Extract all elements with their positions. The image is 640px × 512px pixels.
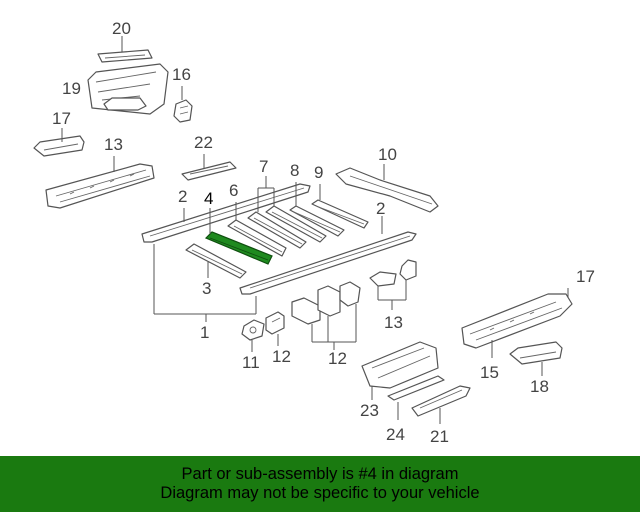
part-21-bracket bbox=[97, 49, 153, 63]
callout-2-upper: 2 bbox=[178, 187, 187, 206]
part-7-crossmember bbox=[289, 205, 345, 237]
part-2-rail-upper bbox=[141, 183, 311, 243]
callout-8: 9 bbox=[314, 163, 323, 182]
callout-25: 24 bbox=[386, 425, 405, 444]
callout-10: 11 bbox=[242, 353, 260, 372]
part-13-pieces bbox=[369, 259, 417, 287]
part-22-rail bbox=[411, 385, 471, 417]
callout-14: 13 bbox=[104, 135, 123, 154]
part-3-crossmember bbox=[185, 243, 247, 279]
callout-20: 19 bbox=[62, 79, 81, 98]
part-24-tray bbox=[361, 341, 439, 389]
callout-2-lower: 2 bbox=[376, 199, 385, 218]
part-23-bracket bbox=[181, 161, 237, 181]
callout-13: 13 bbox=[384, 313, 403, 332]
callout-23: 22 bbox=[194, 133, 213, 152]
callout-9: 10 bbox=[378, 145, 397, 164]
part-2-rail-lower bbox=[239, 231, 417, 295]
callout-18: 17 bbox=[52, 109, 71, 128]
part-18-bracket bbox=[33, 135, 85, 157]
callout-5: 6 bbox=[229, 181, 238, 200]
part-14-rail bbox=[45, 163, 155, 209]
callout-19: 18 bbox=[530, 377, 549, 396]
part-9-rail bbox=[335, 167, 439, 213]
callout-3: 3 bbox=[202, 279, 211, 298]
callout-6: 7 bbox=[259, 157, 268, 176]
callout-11: 12 bbox=[272, 347, 291, 366]
banner-line-1: Part or sub-assembly is #4 in diagram bbox=[181, 465, 459, 483]
part-19-bracket bbox=[509, 341, 563, 365]
part-10-clip bbox=[241, 319, 265, 341]
part-6-crossmembers bbox=[247, 205, 327, 249]
callout-21: 20 bbox=[112, 19, 131, 38]
part-8-crossmember bbox=[311, 199, 369, 229]
part-16-clip bbox=[173, 99, 193, 123]
part-15-rail bbox=[461, 293, 573, 349]
part-11-block bbox=[265, 311, 285, 335]
callout-7: 8 bbox=[290, 161, 299, 180]
callout-15: 15 bbox=[480, 363, 499, 382]
callout-1: 1 bbox=[200, 323, 209, 342]
banner-line-2: Diagram may not be specific to your vehi… bbox=[160, 484, 480, 502]
part-5-crossmember bbox=[227, 219, 287, 257]
callout-24: 23 bbox=[360, 401, 379, 420]
part-25-strip bbox=[387, 375, 445, 401]
part-12-inserts bbox=[291, 281, 361, 325]
callout-22: 21 bbox=[430, 427, 449, 446]
callout-4: 4 bbox=[204, 189, 213, 208]
exploded-parts-diagram: 20 19 16 17 13 bbox=[33, 19, 595, 446]
callout-16: 16 bbox=[172, 65, 191, 84]
notice-banner: Part or sub-assembly is #4 in diagram Di… bbox=[0, 456, 640, 512]
callout-17: 17 bbox=[576, 267, 595, 286]
part-20-panel bbox=[87, 63, 169, 115]
callout-12: 12 bbox=[328, 349, 347, 368]
part-1-assembly-bracket bbox=[153, 244, 257, 322]
